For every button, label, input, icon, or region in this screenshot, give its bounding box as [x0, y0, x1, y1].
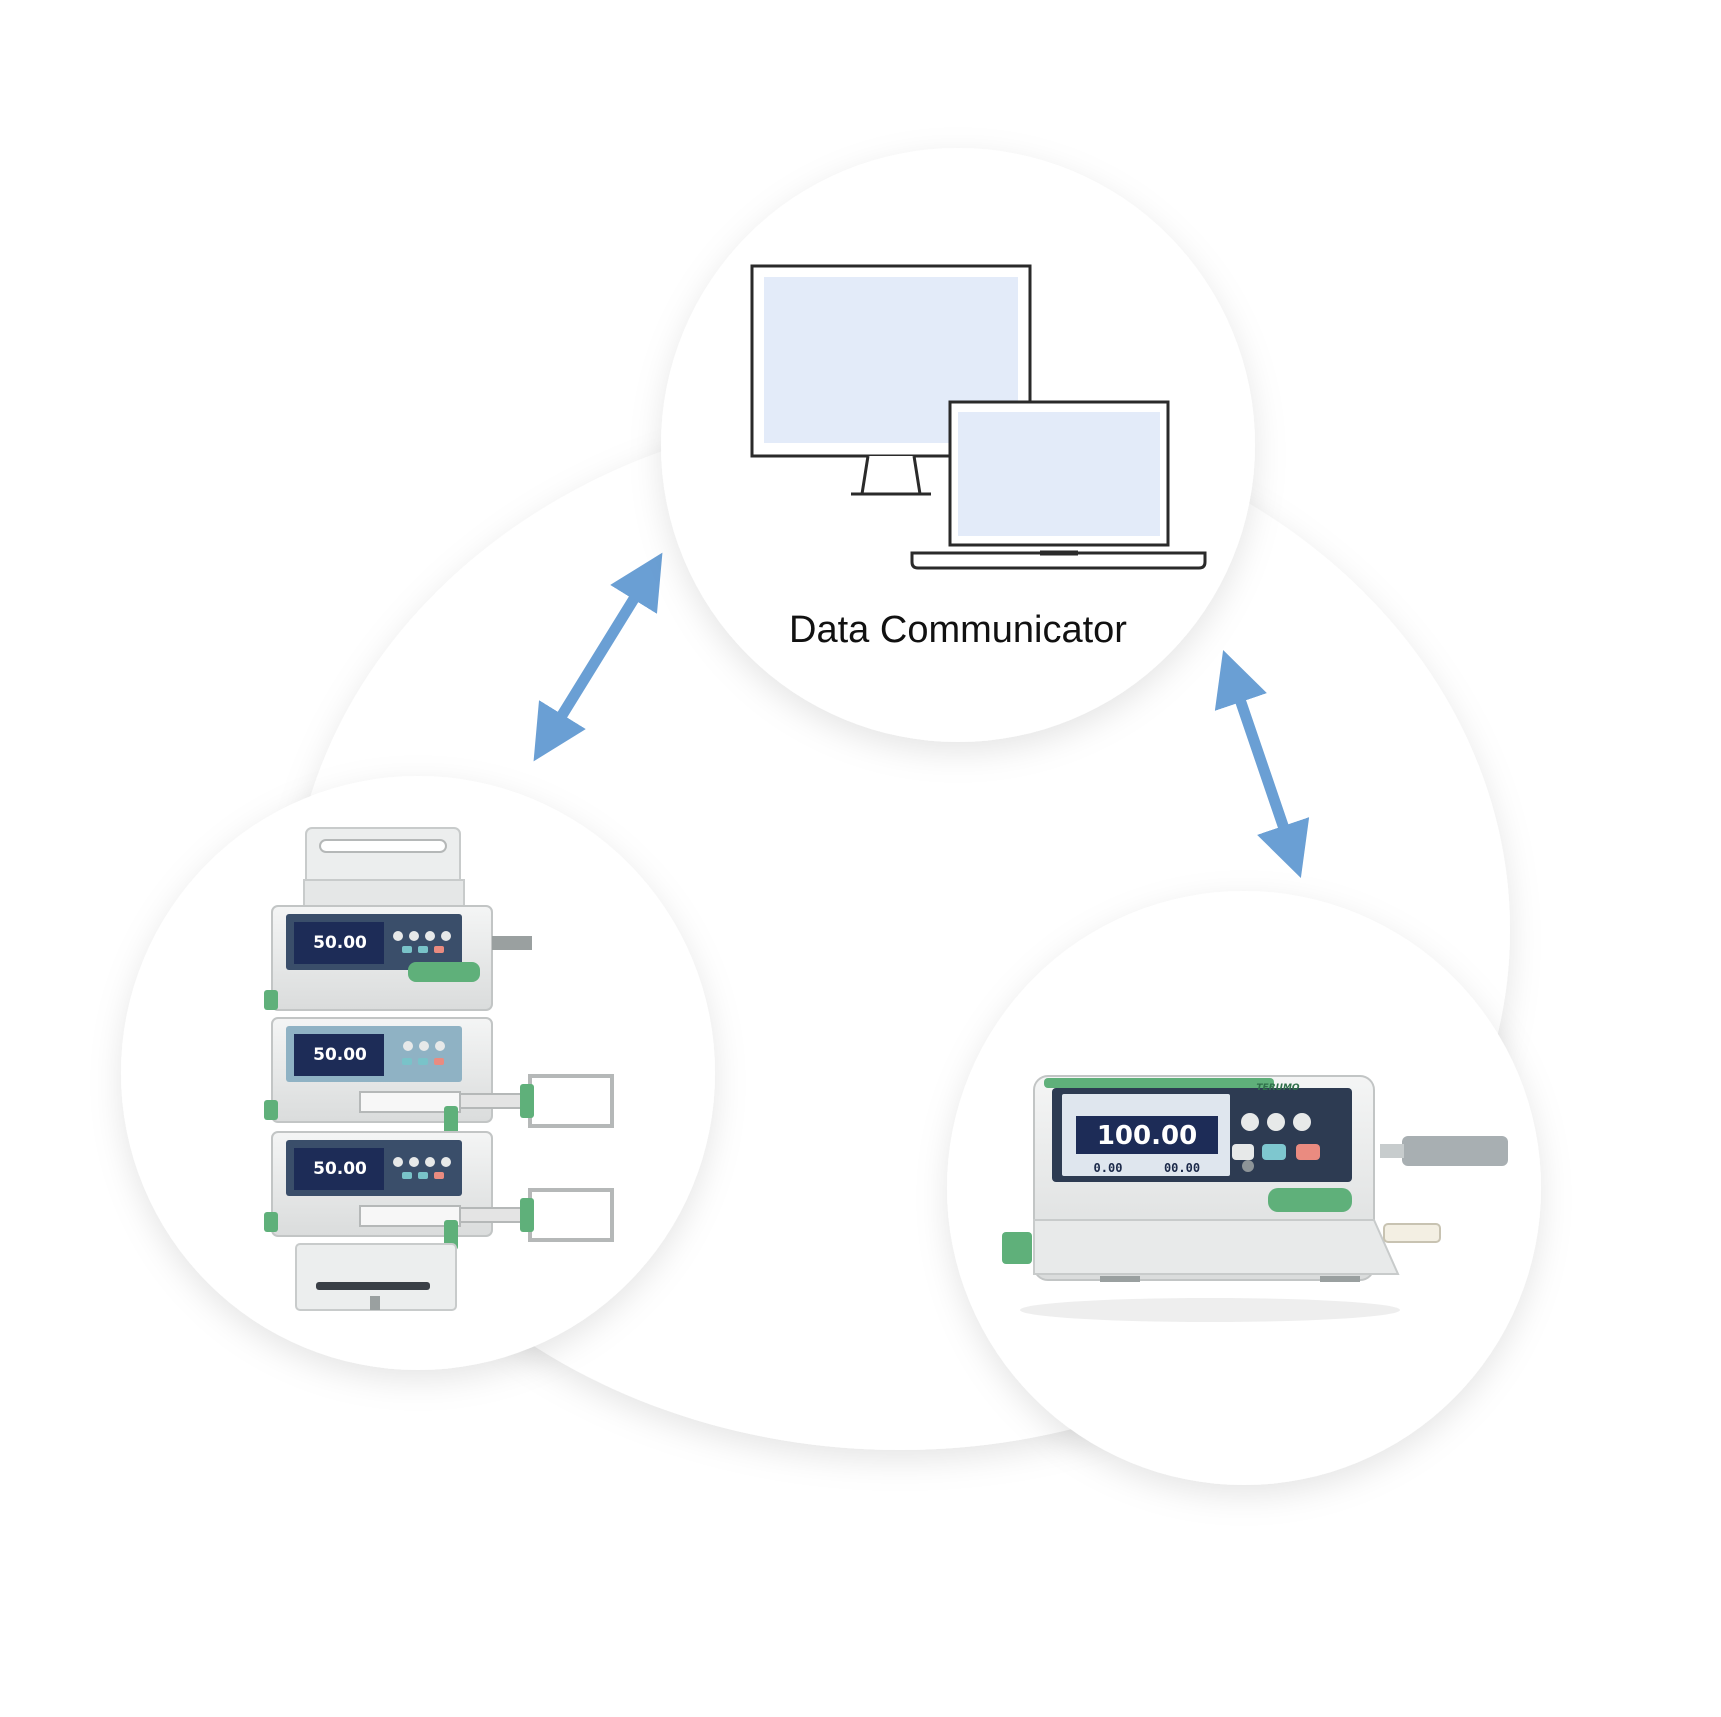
stacked-pump-2-rate: 50.00	[313, 1045, 367, 1065]
stack-handle-icon	[303, 827, 465, 907]
stacked-pump-3: 50.00	[264, 1131, 614, 1250]
single-pump-reflection	[1020, 1298, 1400, 1322]
stack-base-dock-icon	[295, 1243, 457, 1311]
stacked-pump-1: 50.00	[264, 905, 532, 1011]
data-communicator-label: Data Communicator	[789, 609, 1127, 651]
single-pump-rate: 100.00	[1097, 1121, 1197, 1151]
pump-stack-node: 50.00 50.00	[121, 776, 715, 1370]
bidirectional-arrow-right	[1214, 649, 1310, 879]
single-pump-brand: TERUMO	[1256, 1083, 1299, 1093]
laptop-icon	[910, 400, 1207, 570]
stacked-pump-3-rate: 50.00	[313, 1159, 367, 1179]
stacked-pump-1-rate: 50.00	[313, 933, 367, 953]
data-communicator-node: Data Communicator	[661, 148, 1255, 742]
single-pump-readout-left: 0.00	[1094, 1161, 1123, 1175]
bidirectional-arrow-left	[533, 552, 663, 762]
syringe-pump-icon: 100.00 0.00 00.00 TERUMO	[1002, 1075, 1508, 1282]
single-pump-node: 100.00 0.00 00.00 TERUMO	[947, 891, 1541, 1485]
stacked-pump-2: 50.00	[264, 1017, 614, 1136]
single-pump-readout-right: 00.00	[1164, 1161, 1200, 1175]
